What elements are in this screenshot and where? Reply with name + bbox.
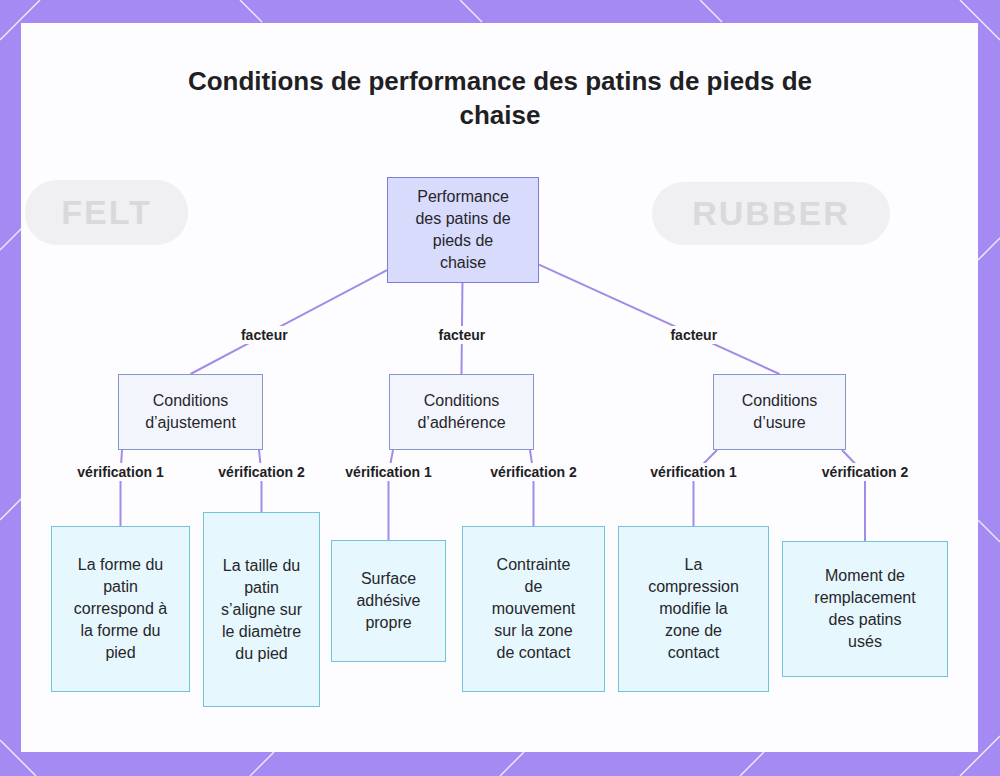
edge-label: facteur (436, 326, 489, 344)
edge-label: vérification 1 (647, 463, 739, 481)
node-text: Surface adhésive propre (346, 568, 431, 634)
node-text: La forme du patin correspond à la forme … (70, 554, 171, 664)
check-box: La taille du patin s’aligne sur le diamè… (203, 512, 320, 707)
factor-box: Conditions d’ajustement (118, 374, 263, 450)
node-text: Performance des patins de pieds de chais… (410, 186, 516, 274)
connector-line (259, 450, 262, 512)
node-text: Conditions d’adhérence (400, 390, 523, 434)
connector-line (530, 450, 534, 526)
factor-box: Conditions d’adhérence (389, 374, 534, 450)
check-box: Moment de remplacement des patins usés (782, 541, 948, 677)
diagram-title: Conditions de performance des patins de … (150, 64, 850, 132)
node-text: Contrainte de mouvement sur la zone de c… (492, 554, 576, 664)
watermark-label: FELT (25, 180, 188, 245)
factor-box: Conditions d’usure (713, 374, 846, 450)
connector-line (694, 450, 718, 526)
edge-label: vérification 2 (487, 463, 579, 481)
node-text: Moment de remplacement des patins usés (814, 565, 915, 653)
connector-line (121, 450, 123, 526)
check-box: La compression modifie la zone de contac… (618, 526, 769, 692)
edge-label: vérification 2 (819, 463, 911, 481)
check-box: Contrainte de mouvement sur la zone de c… (462, 526, 605, 692)
node-text: La taille du patin s’aligne sur le diamè… (218, 555, 305, 665)
node-text: Conditions d’usure (724, 390, 835, 434)
check-box: La forme du patin correspond à la forme … (51, 526, 190, 692)
connector-line (539, 265, 780, 374)
check-box: Surface adhésive propre (331, 540, 446, 662)
edge-label: vérification 1 (74, 463, 166, 481)
edge-label: facteur (667, 326, 720, 344)
node-text: La compression modifie la zone de contac… (641, 554, 746, 664)
edge-label: facteur (238, 326, 291, 344)
root-box: Performance des patins de pieds de chais… (387, 177, 539, 283)
edge-label: vérification 2 (215, 463, 307, 481)
node-text: Conditions d’ajustement (129, 390, 252, 434)
connector-line (191, 270, 388, 374)
edge-label: vérification 1 (342, 463, 434, 481)
watermark-label: RUBBER (652, 182, 890, 245)
